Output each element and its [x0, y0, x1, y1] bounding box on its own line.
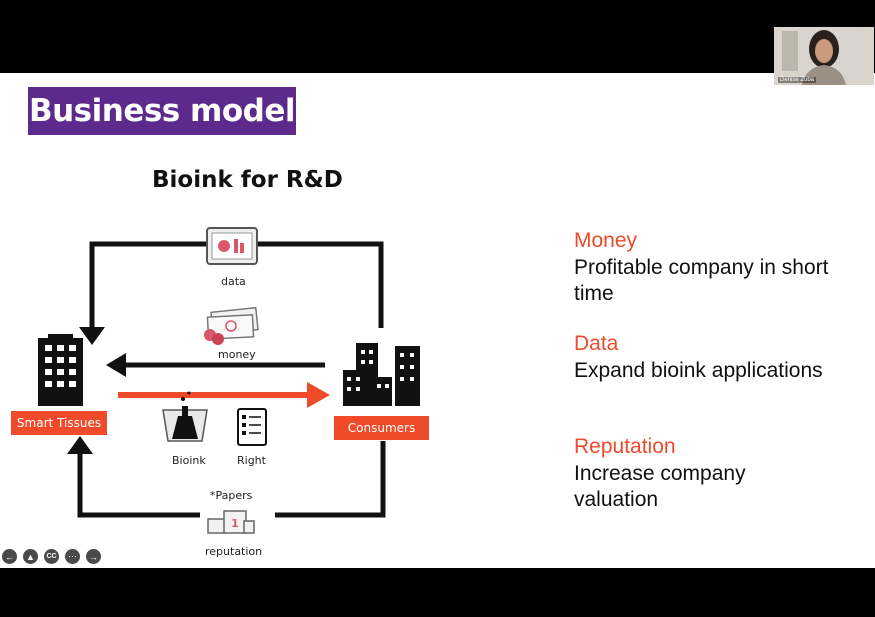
- money-bills-icon: [204, 306, 259, 345]
- podium-number: 1: [231, 517, 239, 530]
- arrow-left-icon[interactable]: ←: [2, 549, 17, 564]
- consumers-city-icon: [343, 343, 420, 406]
- smart-tissues-node: Smart Tissues: [11, 411, 107, 435]
- podium-icon: 1: [207, 510, 255, 534]
- loop-top-arrowhead: [79, 327, 105, 345]
- participant-video[interactable]: Denise Zuba: [774, 27, 874, 85]
- more-icon[interactable]: ⋯: [65, 549, 80, 564]
- product-arrowhead: [307, 382, 330, 408]
- data-label: data: [221, 275, 246, 288]
- captions-icon[interactable]: CC: [44, 549, 59, 564]
- money-arrowhead: [106, 353, 126, 377]
- participant-avatar: [774, 27, 874, 85]
- pointer-icon[interactable]: ▲: [23, 549, 38, 564]
- consumers-node: Consumers: [334, 416, 429, 440]
- point-text-reputation: Increase company valuation: [574, 462, 746, 511]
- bioink-label: Bioink: [172, 454, 206, 467]
- point-text-data: Expand bioink applications: [574, 359, 823, 382]
- presentation-controls: ← ▲ CC ⋯ →: [2, 549, 101, 565]
- smart-tissues-building-icon: [38, 334, 83, 406]
- point-heading-reputation: Reputation: [574, 435, 676, 458]
- presentation-slide: Business model Bioink for R&D: [0, 73, 875, 568]
- loop-bottom-line: [275, 441, 386, 518]
- loop-bottom-arrowhead: [67, 436, 93, 454]
- point-heading-data: Data: [574, 332, 619, 355]
- data-screen-icon: [206, 227, 258, 265]
- loop-bottom-line-left: [77, 449, 200, 518]
- money-label: money: [218, 348, 256, 361]
- papers-label: *Papers: [210, 489, 253, 502]
- reputation-label: reputation: [205, 545, 263, 558]
- right-label: Right: [237, 454, 266, 467]
- slide-title: Business model: [28, 87, 296, 135]
- checklist-icon: [237, 408, 267, 446]
- point-text-money: Profitable company in short time: [574, 256, 829, 305]
- bioink-box-icon: [162, 391, 208, 442]
- arrow-right-icon[interactable]: →: [86, 549, 101, 564]
- diagram-title: Bioink for R&D: [152, 167, 343, 193]
- point-heading-money: Money: [574, 229, 638, 252]
- participant-name: Denise Zuba: [778, 77, 817, 83]
- business-model-diagram: 1: [38, 227, 420, 534]
